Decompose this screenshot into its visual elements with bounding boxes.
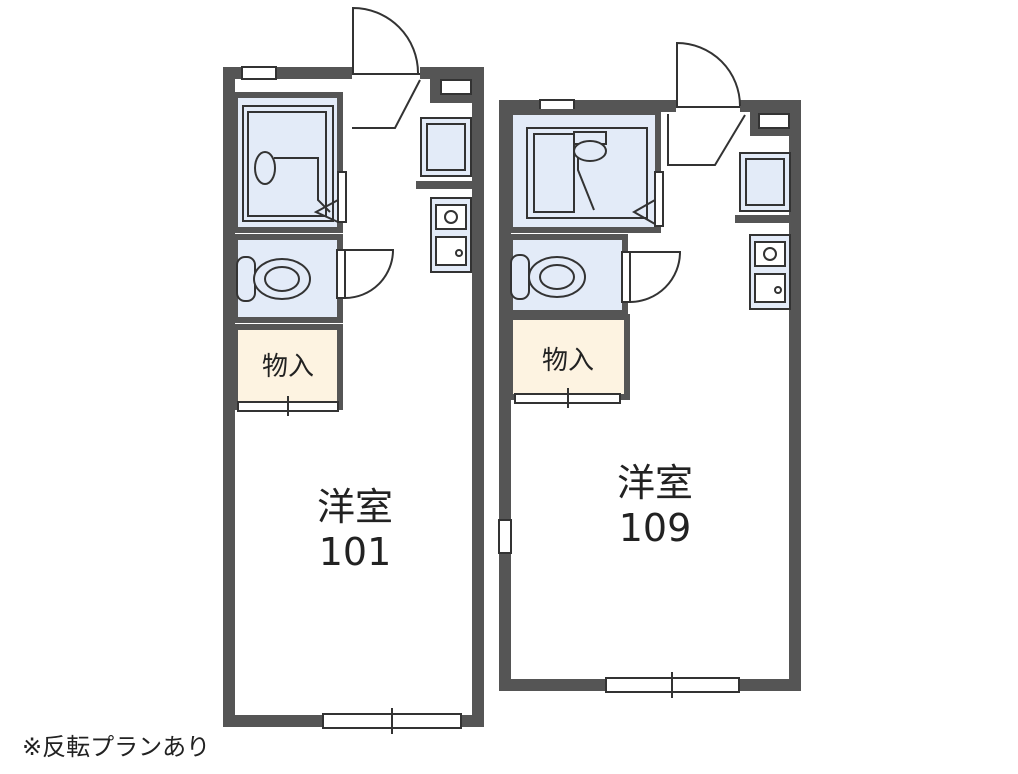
unit-101-niche-box xyxy=(440,79,472,95)
unit-101-toilet-door xyxy=(344,249,395,300)
unit-109-toilet-bowl-icon xyxy=(528,256,586,298)
unit-109-refrigerator-inner xyxy=(745,158,785,206)
unit-101-storage xyxy=(232,324,343,410)
unit-101-toilet-bowl-icon xyxy=(253,258,311,300)
unit-109-drain-icon xyxy=(774,286,782,294)
unit-101-stove-burner xyxy=(444,210,458,224)
unit-101-refrigerator xyxy=(420,117,472,177)
unit-101-bathroom xyxy=(232,92,343,233)
unit-109-toilet-tank xyxy=(510,254,530,300)
reversed-plan-note: ※反転プランあり xyxy=(22,733,211,761)
unit-109-unit-number: 109 xyxy=(619,506,692,550)
unit-109-bath-door xyxy=(654,171,664,227)
unit-109-niche-box xyxy=(758,113,790,129)
unit-109-entrance-door xyxy=(676,41,741,107)
unit-109-toilet-door-gap xyxy=(621,251,631,303)
unit-109: 物入 洋室 109 xyxy=(498,41,801,698)
unit-101-washbasin-icon xyxy=(254,151,276,185)
unit-101-bath-drain-line xyxy=(274,157,331,213)
unit-101-room-type: 洋室 xyxy=(317,485,393,529)
unit-101-entrance-door xyxy=(352,6,419,74)
unit-101-toilet-door-gap xyxy=(336,249,346,299)
unit-101-stove xyxy=(435,204,467,230)
unit-101-refrigerator-inner xyxy=(426,123,466,171)
unit-101-storage-label: 物入 xyxy=(262,352,314,382)
unit-109-toilet-door xyxy=(629,251,682,304)
unit-101-bath-door xyxy=(337,171,347,223)
unit-101-bathtub-inner xyxy=(247,111,327,217)
unit-109-room-type: 洋室 xyxy=(617,461,693,505)
unit-109-stove xyxy=(754,241,786,267)
unit-101-bath-door-swing xyxy=(313,199,339,223)
unit-109-bathtub-inner xyxy=(533,133,575,213)
unit-109-storage-label: 物入 xyxy=(542,346,594,376)
unit-101: 物入 洋室 101 xyxy=(223,6,484,734)
unit-109-bathtub xyxy=(526,127,648,219)
unit-109-side-window xyxy=(498,519,512,554)
unit-101-bathtub xyxy=(242,105,334,222)
unit-109-refrigerator xyxy=(739,152,791,212)
unit-109-bath-door-swing xyxy=(631,199,656,225)
unit-109-stove-burner xyxy=(763,247,777,261)
unit-101-genkan-line xyxy=(352,79,421,129)
unit-101-toilet-tank xyxy=(236,256,256,302)
unit-101-toilet-seat xyxy=(264,266,300,292)
unit-101-top-window xyxy=(241,66,277,80)
unit-109-washbasin-icon xyxy=(573,140,607,162)
unit-109-counter-wall xyxy=(735,215,791,223)
unit-101-unit-number: 101 xyxy=(319,530,392,574)
unit-109-genkan-line xyxy=(667,114,746,166)
unit-101-counter-wall xyxy=(416,181,472,189)
unit-101-drain-icon xyxy=(455,249,463,257)
unit-109-storage xyxy=(507,314,630,400)
unit-109-toilet-seat xyxy=(539,264,575,290)
